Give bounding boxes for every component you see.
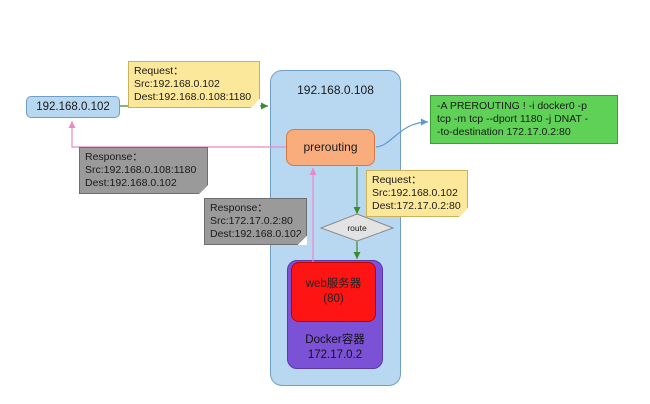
response-container-note: Response： Src:172.17.0.2:80 Dest:192.168… xyxy=(204,198,307,245)
note-line: Request： xyxy=(372,174,422,186)
route-diamond xyxy=(319,213,395,242)
iptables-rule-note: -A PREROUTING ! -i docker0 -p tcp -m tcp… xyxy=(430,95,618,144)
note-line: Src:192.168.0.102 xyxy=(134,78,220,90)
response-arrow-out xyxy=(68,120,286,148)
web-server-port: (80) xyxy=(323,293,344,305)
note-fold xyxy=(199,185,208,194)
prerouting-box: prerouting xyxy=(286,129,375,166)
request-nat-note: Request： Src:192.168.0.102 Dest:172.17.0… xyxy=(366,170,468,217)
request-in-note: Request： Src:192.168.0.102 Dest:192.168.… xyxy=(128,61,260,108)
rule-line: tcp -m tcp --dport 1180 -j DNAT - xyxy=(437,113,589,125)
note-line: Dest:192.168.0.102 xyxy=(210,228,302,240)
web-server-box: web服务器 (80) xyxy=(291,262,376,322)
web-server-name: web服务器 xyxy=(305,278,362,290)
docker-label: Docker容器 172.17.0.2 xyxy=(288,333,382,363)
rule-line: -to-destination 172.17.0.2:80 xyxy=(437,126,571,138)
note-line: Dest:192.168.0.102 xyxy=(85,177,177,189)
response-out-note: Response： Src:192.168.0.108:1180 Dest:19… xyxy=(79,147,208,194)
docker-label-name: Docker容器 xyxy=(305,334,365,346)
rule-connector xyxy=(375,118,429,148)
client-node: 192.168.0.102 xyxy=(26,96,120,118)
note-fold xyxy=(459,208,468,217)
rule-line: -A PREROUTING ! -i docker0 -p xyxy=(437,100,587,112)
note-line: Dest:172.17.0.2:80 xyxy=(372,200,461,212)
host-label: 192.168.0.108 xyxy=(297,83,374,97)
note-line: Src:192.168.0.108:1180 xyxy=(85,164,197,176)
note-line: Src:192.168.0.102 xyxy=(372,187,458,199)
note-line: Response： xyxy=(210,202,268,214)
note-fold xyxy=(251,99,260,108)
note-fold xyxy=(298,236,307,245)
note-line: Src:172.17.0.2:80 xyxy=(210,215,293,227)
note-line: Request： xyxy=(134,65,184,77)
note-line: Response： xyxy=(85,151,143,163)
route-label: route xyxy=(347,223,367,233)
note-line: Dest:192.168.0.108:1180 xyxy=(134,91,252,103)
docker-label-ip: 172.17.0.2 xyxy=(307,349,363,361)
